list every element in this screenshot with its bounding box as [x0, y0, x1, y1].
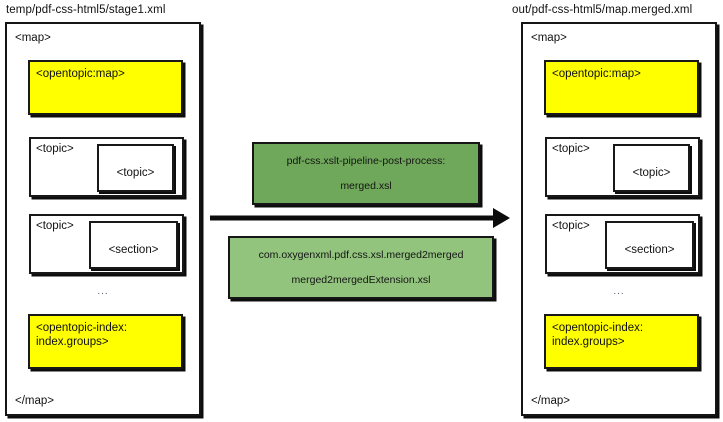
- input-nested-topic-label: <topic>: [116, 166, 155, 179]
- output-document-panel: <map> <opentopic:map> <topic> <topic> <t…: [521, 22, 717, 416]
- output-nested-section-label: <section>: [624, 243, 675, 256]
- input-topic-box-2: <topic> <section>: [29, 214, 184, 274]
- output-topic-box-1: <topic> <topic>: [545, 137, 700, 197]
- input-map-close-tag: </map>: [15, 395, 54, 407]
- input-ellipsis: ...: [97, 286, 109, 297]
- input-panel-title: temp/pdf-css-html5/stage1.xml: [6, 4, 166, 16]
- transform-post-process-line-2: merged.xsl: [340, 180, 392, 192]
- pipeline-arrow: [210, 206, 510, 230]
- output-topic-box-2-label: <topic>: [552, 220, 590, 232]
- input-topic-box-1-label: <topic>: [36, 143, 74, 155]
- input-opentopic-index-line-1: <opentopic-index:: [36, 322, 128, 334]
- input-opentopic-index-box: <opentopic-index: index.groups>: [28, 314, 183, 369]
- output-nested-section-box: <section>: [605, 221, 694, 269]
- output-opentopic-index-line-2: index.groups>: [552, 336, 625, 348]
- output-map-open-tag: <map>: [531, 32, 567, 44]
- output-opentopic-index-box: <opentopic-index: index.groups>: [544, 314, 699, 369]
- transform-post-process-box: pdf-css.xslt-pipeline-post-process: merg…: [252, 142, 480, 205]
- transform-merged2merged-line-1: com.oxygenxml.pdf.css.xsl.merged2merged: [258, 249, 464, 261]
- transform-post-process-line-1: pdf-css.xslt-pipeline-post-process:: [286, 155, 446, 167]
- output-panel-title: out/pdf-css-html5/map.merged.xml: [512, 4, 693, 16]
- arrow-right-icon: [210, 208, 510, 228]
- output-map-close-tag: </map>: [531, 395, 570, 407]
- output-opentopic-map-box: <opentopic:map>: [544, 60, 699, 115]
- input-nested-topic-box: <topic>: [97, 144, 174, 192]
- input-opentopic-index-line-2: index.groups>: [36, 336, 109, 348]
- input-map-open-tag: <map>: [15, 32, 51, 44]
- input-nested-section-box: <section>: [89, 221, 178, 269]
- input-opentopic-map-box: <opentopic:map>: [28, 60, 183, 115]
- output-topic-box-1-label: <topic>: [552, 143, 590, 155]
- input-document-panel: <map> <opentopic:map> <topic> <topic> <t…: [5, 22, 201, 416]
- output-nested-topic-label: <topic>: [632, 166, 671, 179]
- input-nested-section-label: <section>: [108, 243, 159, 256]
- input-topic-box-2-label: <topic>: [36, 220, 74, 232]
- input-topic-box-1: <topic> <topic>: [29, 137, 184, 197]
- output-nested-topic-box: <topic>: [613, 144, 690, 192]
- transform-merged2merged-box: com.oxygenxml.pdf.css.xsl.merged2merged …: [228, 236, 494, 299]
- output-opentopic-index-line-1: <opentopic-index:: [552, 322, 644, 334]
- output-ellipsis: ...: [613, 286, 625, 297]
- output-topic-box-2: <topic> <section>: [545, 214, 700, 274]
- transform-merged2merged-line-2: merged2mergedExtension.xsl: [291, 274, 431, 286]
